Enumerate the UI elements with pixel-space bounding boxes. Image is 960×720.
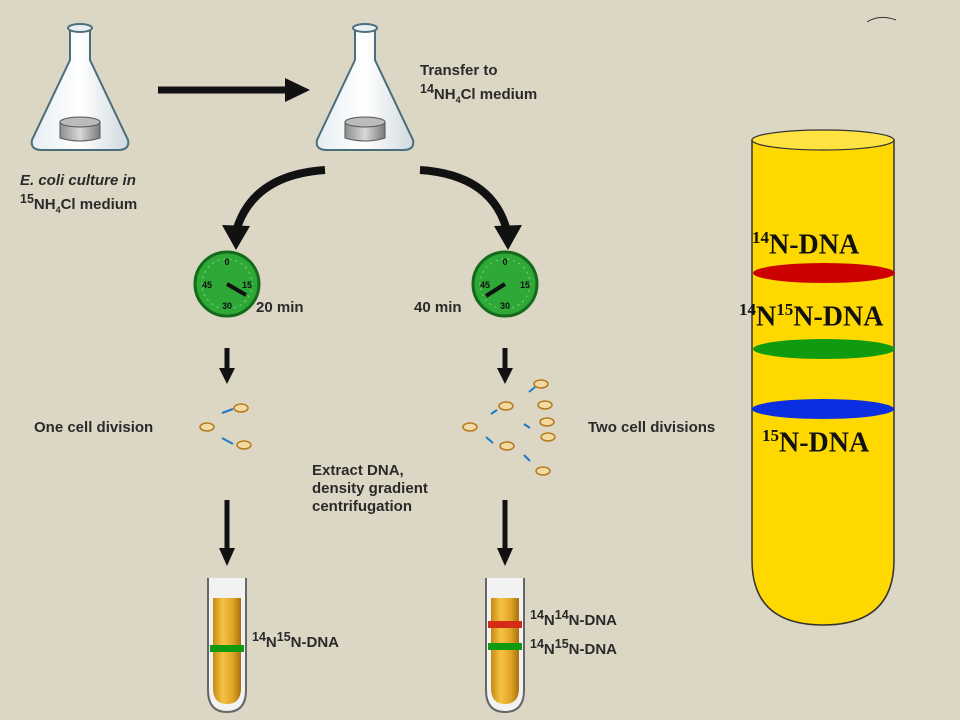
clock-number: 45	[202, 280, 212, 290]
time-40min-label: 40 min	[414, 299, 462, 316]
clock-number: 30	[500, 301, 510, 311]
split-arrow-left	[222, 166, 326, 250]
time-20min-label: 20 min	[256, 299, 304, 316]
clock-number: 0	[502, 257, 507, 267]
flask-start-icon	[30, 23, 130, 151]
tube-left-band-label: 14N15N-DNA	[252, 630, 339, 651]
down-arrow-left-2	[219, 500, 235, 566]
clock-number: 15	[520, 280, 530, 290]
down-arrow-left-1	[219, 348, 235, 384]
flask-transfer-icon	[315, 23, 415, 151]
cells-one-division	[199, 403, 252, 450]
band-light-14n	[753, 263, 895, 283]
big-tube-label-14n15n: 14N15N-DNA	[739, 300, 884, 333]
small-tube-left	[207, 578, 247, 714]
tube-band-light	[488, 621, 522, 628]
tube-right-band-label-bottom: 14N15N-DNA	[530, 637, 617, 658]
clock-number: 15	[242, 280, 252, 290]
cells-two-divisions	[462, 379, 556, 476]
transfer-arrow	[158, 78, 310, 102]
extract-dna-label: Extract DNA, density gradient centrifuga…	[312, 462, 428, 515]
down-arrow-right-1	[497, 348, 513, 384]
split-arrow-right	[419, 166, 522, 250]
clock-number: 30	[222, 301, 232, 311]
clock-20min-icon: 0 15 30 45	[193, 250, 261, 318]
clock-number: 45	[480, 280, 490, 290]
two-divisions-label: Two cell divisions	[588, 419, 716, 436]
transfer-label: Transfer to 14NH4Cl medium	[420, 62, 538, 105]
band-heavy-15n	[752, 399, 894, 419]
tube-right-band-label-top: 14N14N-DNA	[530, 608, 617, 629]
tube-band-hybrid	[488, 643, 522, 650]
tube-band-hybrid	[210, 645, 244, 652]
clock-40min-icon: 0 15 30 45	[471, 250, 539, 318]
band-hybrid-14n15n	[753, 339, 895, 359]
big-centrifuge-tube	[751, 129, 895, 626]
down-arrow-right-2	[497, 500, 513, 566]
corner-mark	[866, 16, 897, 23]
big-tube-label-15n: 15N-DNA	[762, 426, 870, 459]
small-tube-right	[485, 578, 525, 714]
clock-number: 0	[224, 257, 229, 267]
one-division-label: One cell division	[34, 419, 154, 436]
big-tube-label-14n: 14N-DNA	[752, 228, 860, 261]
start-culture-label: E. coli culture in 15NH4Cl medium	[20, 172, 138, 215]
